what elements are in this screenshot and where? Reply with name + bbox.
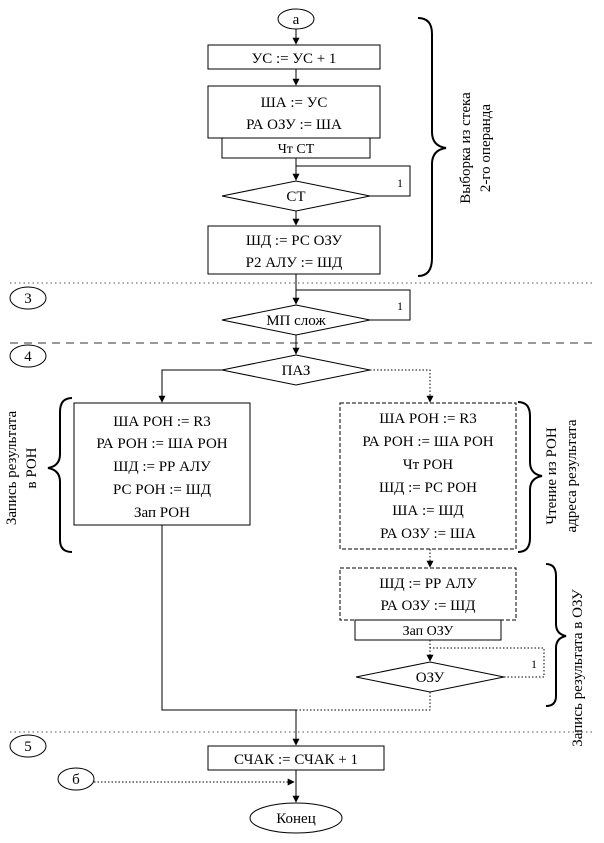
decision-st: СТ (221, 180, 371, 212)
block-write-ron-line3: ШД := РР АЛУ (113, 459, 211, 475)
block-write-ron-line5: Зап РОН (134, 505, 190, 521)
section-5-label: 5 (24, 739, 32, 755)
block-sd-line2: Р2 АЛУ := ШД (246, 255, 343, 271)
section-4-label: 4 (24, 349, 32, 365)
annotation-fetch-line2: 2-го операнда (478, 104, 494, 193)
block-read-ron-line4: ШД := РС РОН (379, 480, 477, 496)
block-read-ron-line2: РА РОН := ША РОН (362, 434, 493, 450)
section-4-marker: 4 (9, 344, 47, 368)
decision-st-label: СТ (286, 189, 305, 205)
block-write-ozu-line2: РА ОЗУ := ШД (380, 598, 475, 614)
block-read-ron: ША РОН := R3 РА РОН := ША РОН Чт РОН ШД … (339, 402, 517, 550)
loop-label-st: 1 (397, 176, 403, 190)
block-write-ozu-line1: ШД := РР АЛУ (379, 576, 477, 592)
brace-write-ozu (545, 563, 567, 707)
loop-label-mp: 1 (397, 299, 403, 313)
annotation-write-ron: Запись результата в РОН (4, 411, 40, 526)
terminal-end: Конец (249, 802, 343, 834)
section-5-marker: 5 (9, 734, 47, 758)
connector-a: а (277, 8, 315, 30)
block-read-ron-line6: РА ОЗУ := ША (380, 526, 476, 542)
block-sd-line1: ШД := РС ОЗУ (246, 233, 343, 249)
block-write-ron-line2: РА РОН := ША РОН (96, 436, 227, 452)
block-write-ron-line1: ША РОН := R3 (113, 414, 211, 430)
annotation-write-ron-line1: Запись результата (4, 411, 20, 526)
annotation-write-ozu: Запись результата в ОЗУ (570, 589, 586, 747)
block-write-ron: ША РОН := R3 РА РОН := ША РОН ШД := РР А… (73, 402, 251, 526)
loop-label-ozu: 1 (531, 657, 537, 671)
block-read-ron-line3: Чт РОН (403, 457, 453, 473)
block-inc-us-label: УС := УС + 1 (252, 51, 337, 67)
block-inc-us: УС := УС + 1 (207, 44, 381, 70)
connector-b-label: б (72, 772, 80, 788)
brace-read-ron (517, 401, 543, 553)
decision-ozu: ОЗУ (355, 661, 505, 693)
block-write-ron-line4: РС РОН := ШД (113, 482, 211, 498)
annotation-write-ron-line2: в РОН (24, 447, 40, 488)
block-read-st: Чт СТ (221, 137, 371, 159)
annotation-read-ron: Чтение из РОН адреса результата (544, 419, 580, 532)
decision-ozu-label: ОЗУ (416, 670, 445, 686)
block-write-ozu: ШД := РР АЛУ РА ОЗУ := ШД (339, 567, 517, 621)
annotation-fetch: Выборка из стека 2-го операнда (458, 92, 494, 204)
connector-a-label: а (293, 12, 300, 28)
block-zap-ozu: Зап ОЗУ (354, 619, 502, 641)
block-inc-schak: СЧАК := СЧАК + 1 (207, 745, 385, 771)
block-sd: ШД := РС ОЗУ Р2 АЛУ := ШД (207, 225, 381, 275)
decision-paz-label: ПАЗ (282, 363, 311, 379)
annotation-read-ron-line1: Чтение из РОН (544, 427, 560, 524)
brace-fetch (417, 17, 447, 277)
section-3-label: 3 (24, 291, 32, 307)
block-zap-ozu-label: Зап ОЗУ (403, 624, 454, 639)
block-read-st-label: Чт СТ (278, 142, 315, 157)
block-sa-line2: РА ОЗУ := ША (246, 117, 342, 133)
brace-write-ron (47, 397, 73, 553)
section-3-marker: 3 (9, 286, 47, 310)
decision-mp: МП слож (221, 304, 371, 336)
block-sa-line1: ША := УС (261, 95, 328, 111)
annotation-read-ron-line2: адреса результата (564, 419, 580, 532)
annotation-fetch-line1: Выборка из стека (458, 92, 474, 204)
decision-mp-label: МП слож (266, 313, 326, 329)
block-read-ron-line1: ША РОН := R3 (379, 411, 477, 427)
decision-paz: ПАЗ (221, 354, 371, 386)
block-sa: ША := УС РА ОЗУ := ША (207, 85, 381, 139)
connector-b: б (57, 767, 95, 791)
block-read-ron-line5: ША := ШД (392, 503, 463, 519)
terminal-end-label: Конец (276, 811, 315, 827)
block-inc-schak-label: СЧАК := СЧАК + 1 (234, 752, 358, 768)
